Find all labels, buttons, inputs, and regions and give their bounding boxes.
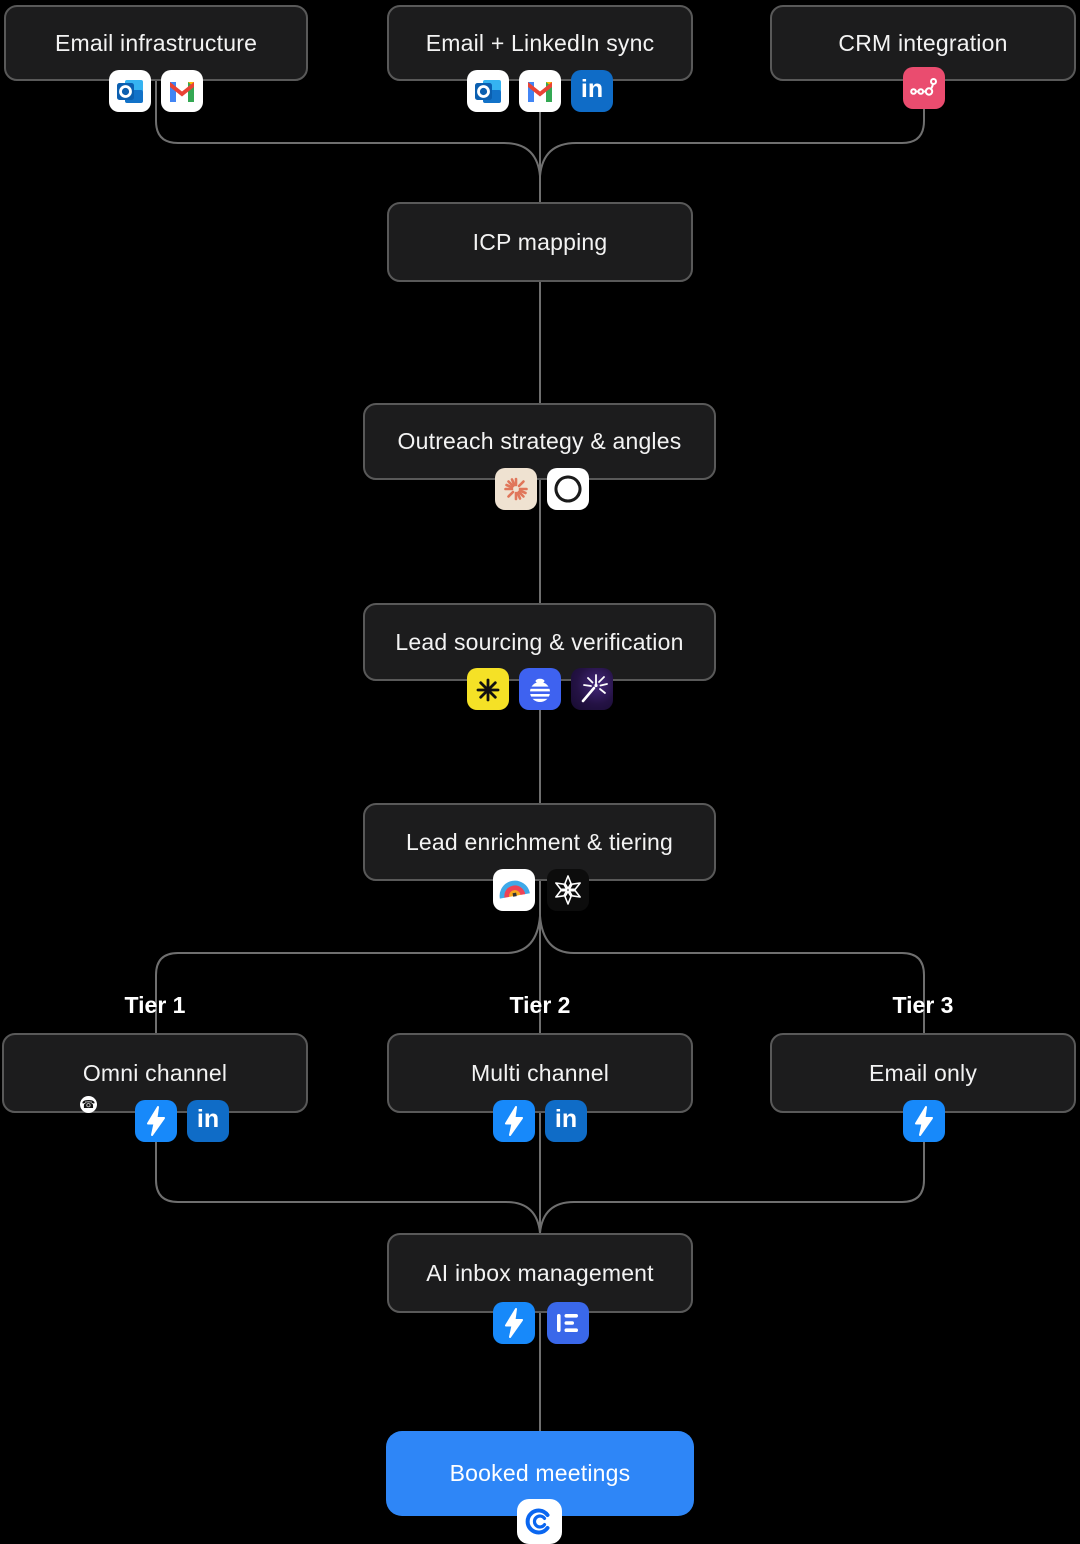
- lightning-icon: [903, 1100, 945, 1142]
- crm-network-icon: [903, 67, 945, 109]
- lightning-icon: [135, 1100, 177, 1142]
- yellow-asterisk-icon: [467, 668, 509, 710]
- blue-planet-icon: [519, 668, 561, 710]
- gmail-icon: [519, 70, 561, 112]
- node-email-only: Email only: [770, 1033, 1076, 1113]
- node-label: Email infrastructure: [54, 29, 258, 56]
- lightning-icon: [493, 1302, 535, 1344]
- linkedin-glyph: in: [554, 1104, 578, 1133]
- black-star-icon: [547, 869, 589, 911]
- node-label: Lead enrichment & tiering: [405, 828, 674, 855]
- linkedin-icon: in: [545, 1100, 587, 1142]
- linkedin-glyph: in: [196, 1104, 220, 1133]
- node-crm-integration: CRM integration: [770, 5, 1076, 81]
- lightning-icon: [493, 1100, 535, 1142]
- node-label: Email + LinkedIn sync: [425, 29, 655, 56]
- outlook-icon: [467, 70, 509, 112]
- connector-merge-right: [539, 1113, 925, 1234]
- outlook-icon: [109, 70, 151, 112]
- connector-merge-left: [155, 1113, 541, 1234]
- connector-split-left: [155, 915, 541, 1033]
- node-label: Multi channel: [470, 1059, 610, 1086]
- node-icp-mapping: ICP mapping: [387, 202, 693, 282]
- tier1-label: Tier 1: [124, 992, 186, 1018]
- node-email-infrastructure: Email infrastructure: [4, 5, 308, 81]
- purple-spark-icon: [571, 668, 613, 710]
- node-label: Booked meetings: [449, 1460, 631, 1486]
- node-label: Email only: [868, 1059, 978, 1086]
- node-ai-inbox: AI inbox management: [387, 1233, 693, 1313]
- node-label: CRM integration: [838, 29, 1008, 56]
- node-label: Lead sourcing & verification: [395, 628, 684, 655]
- linkedin-icon: in: [571, 70, 613, 112]
- node-email-linkedin-sync: Email + LinkedIn sync: [387, 5, 693, 81]
- node-omni-channel: Omni channel: [2, 1033, 308, 1113]
- openai-icon: [547, 468, 589, 510]
- phone-glyph: ☎: [81, 1098, 96, 1111]
- lemlist-e-icon: [547, 1302, 589, 1344]
- node-label: Omni channel: [82, 1059, 228, 1086]
- calendly-icon: [517, 1499, 562, 1544]
- connector-top-right: [539, 81, 925, 202]
- connector-split-right: [539, 915, 925, 1033]
- tier2-label: Tier 2: [509, 992, 571, 1018]
- linkedin-glyph: in: [580, 74, 604, 103]
- clay-rainbow-icon: [493, 869, 535, 911]
- claude-icon: [495, 468, 537, 510]
- tier3-label: Tier 3: [892, 992, 954, 1018]
- node-outreach-strategy: Outreach strategy & angles: [363, 403, 716, 480]
- node-label: AI inbox management: [426, 1259, 654, 1286]
- node-label: Outreach strategy & angles: [397, 428, 682, 454]
- node-lead-enrichment: Lead enrichment & tiering: [363, 803, 716, 881]
- phone-icon: ☎: [80, 1096, 97, 1113]
- linkedin-icon: in: [187, 1100, 229, 1142]
- gmail-icon: [161, 70, 203, 112]
- connector-top-left: [155, 81, 541, 202]
- node-multi-channel: Multi channel: [387, 1033, 693, 1113]
- node-label: ICP mapping: [472, 228, 608, 255]
